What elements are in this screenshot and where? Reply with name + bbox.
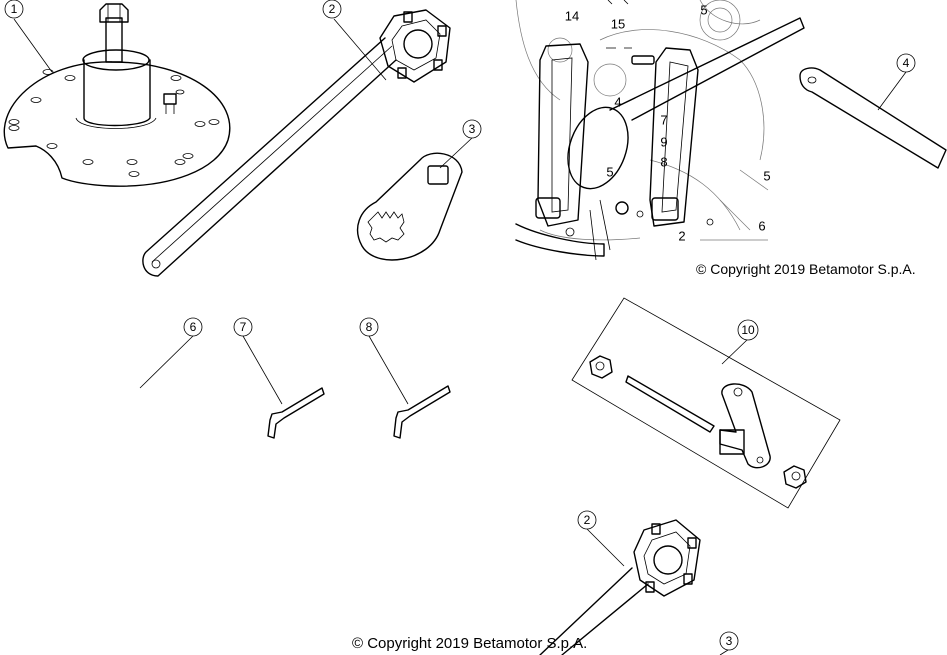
part-kit: [571, 297, 841, 509]
callout-3-bottom: 3: [719, 631, 739, 651]
callout-2-bottom: 2: [577, 510, 597, 530]
callout-2-top: 2: [322, 0, 342, 19]
callout-6: 6: [183, 317, 203, 337]
leader-lines: [13, 18, 907, 655]
part-pin-wrench-bottom: [539, 519, 701, 655]
callout-4: 4: [896, 53, 916, 73]
inset-label-2: 2: [678, 229, 685, 244]
inset-label-14: 14: [565, 9, 579, 24]
part-splined-tool: [357, 152, 463, 261]
svg-text:3: 3: [469, 122, 476, 136]
inset-label-9: 9: [660, 135, 667, 150]
svg-text:2: 2: [329, 2, 336, 16]
svg-text:1: 1: [11, 2, 18, 16]
inset-label-6: 6: [758, 219, 765, 234]
inset-label-7: 7: [660, 113, 667, 128]
callout-3-top: 3: [462, 119, 482, 139]
svg-text:6: 6: [190, 320, 197, 334]
part-hex-key-7: [267, 387, 325, 439]
copyright-notice: © Copyright 2019 Betamotor S.p.A.: [352, 635, 588, 652]
svg-text:10: 10: [741, 323, 755, 337]
inset-label-5-right: 5: [763, 169, 770, 184]
inset-label-5-mid: 5: [606, 165, 613, 180]
callout-10: 10: [737, 319, 759, 341]
inset-label-5-top: 5: [700, 3, 707, 18]
part-hex-key-8: [393, 385, 451, 439]
svg-text:3: 3: [726, 634, 733, 648]
part-pin-wrench-top: [142, 9, 451, 277]
inset-label-15: 15: [611, 17, 625, 32]
inset-copyright: © Copyright 2019 Betamotor S.p.A.: [696, 261, 916, 277]
part-flywheel-puller: [3, 3, 231, 187]
svg-text:7: 7: [240, 320, 247, 334]
inset-label-4: 4: [614, 95, 621, 110]
callout-8: 8: [359, 317, 379, 337]
svg-text:4: 4: [903, 56, 910, 70]
svg-text:8: 8: [366, 320, 373, 334]
callout-7: 7: [233, 317, 253, 337]
svg-text:2: 2: [584, 513, 591, 527]
inset-label-8: 8: [660, 155, 667, 170]
callout-1: 1: [4, 0, 24, 19]
part-flat-lever: [799, 67, 947, 169]
inset-engine-detail: 14 15 5 4 7 9 8 5 5 6 2: [515, 0, 805, 261]
